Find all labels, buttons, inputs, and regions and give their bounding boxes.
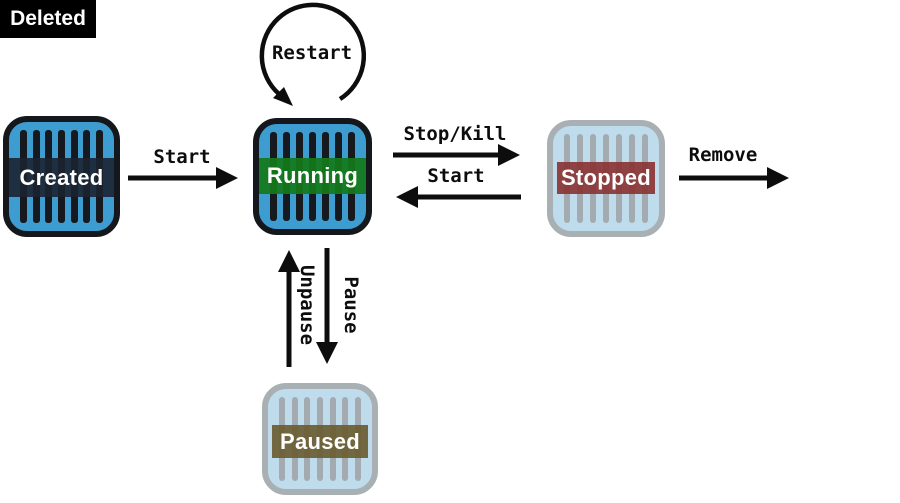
state-paused-label: Paused (279, 428, 361, 454)
state-running: Running (253, 118, 372, 235)
unpause-arrowhead-icon (278, 250, 300, 272)
transition-remove-label: Remove (688, 144, 758, 166)
restart-arrowhead-icon (273, 87, 293, 106)
state-stopped-label: Stopped (560, 165, 652, 190)
transition-unpause-label: Unpause (296, 264, 318, 346)
transition-start-created-label: Start (153, 146, 211, 168)
state-paused: Paused (262, 383, 378, 495)
state-label-band: Paused (272, 425, 368, 458)
state-created: Created (3, 116, 120, 237)
state-running-label: Running (266, 163, 359, 188)
remove-arrowhead-icon (767, 167, 789, 189)
start-stopped-arrowhead-icon (396, 186, 418, 208)
state-label-band: Stopped (557, 162, 655, 194)
state-stopped: Stopped (547, 120, 665, 237)
pause-arrowhead-icon (316, 342, 338, 364)
state-label-band: Created (9, 158, 114, 197)
transition-restart-label: Restart (271, 42, 353, 64)
transition-start-stopped-label: Start (427, 165, 485, 187)
restart-loop-arc (259, 2, 367, 101)
state-label-band: Running (259, 158, 366, 194)
state-created-label: Created (19, 164, 104, 190)
stop-kill-arrowhead-icon (498, 144, 520, 166)
state-deleted: Deleted (0, 0, 96, 38)
state-deleted-label: Deleted (10, 7, 86, 30)
start-created-arrowhead-icon (216, 167, 238, 189)
transition-stop-kill-label: Stop/Kill (403, 123, 507, 145)
transition-pause-label: Pause (340, 276, 362, 334)
